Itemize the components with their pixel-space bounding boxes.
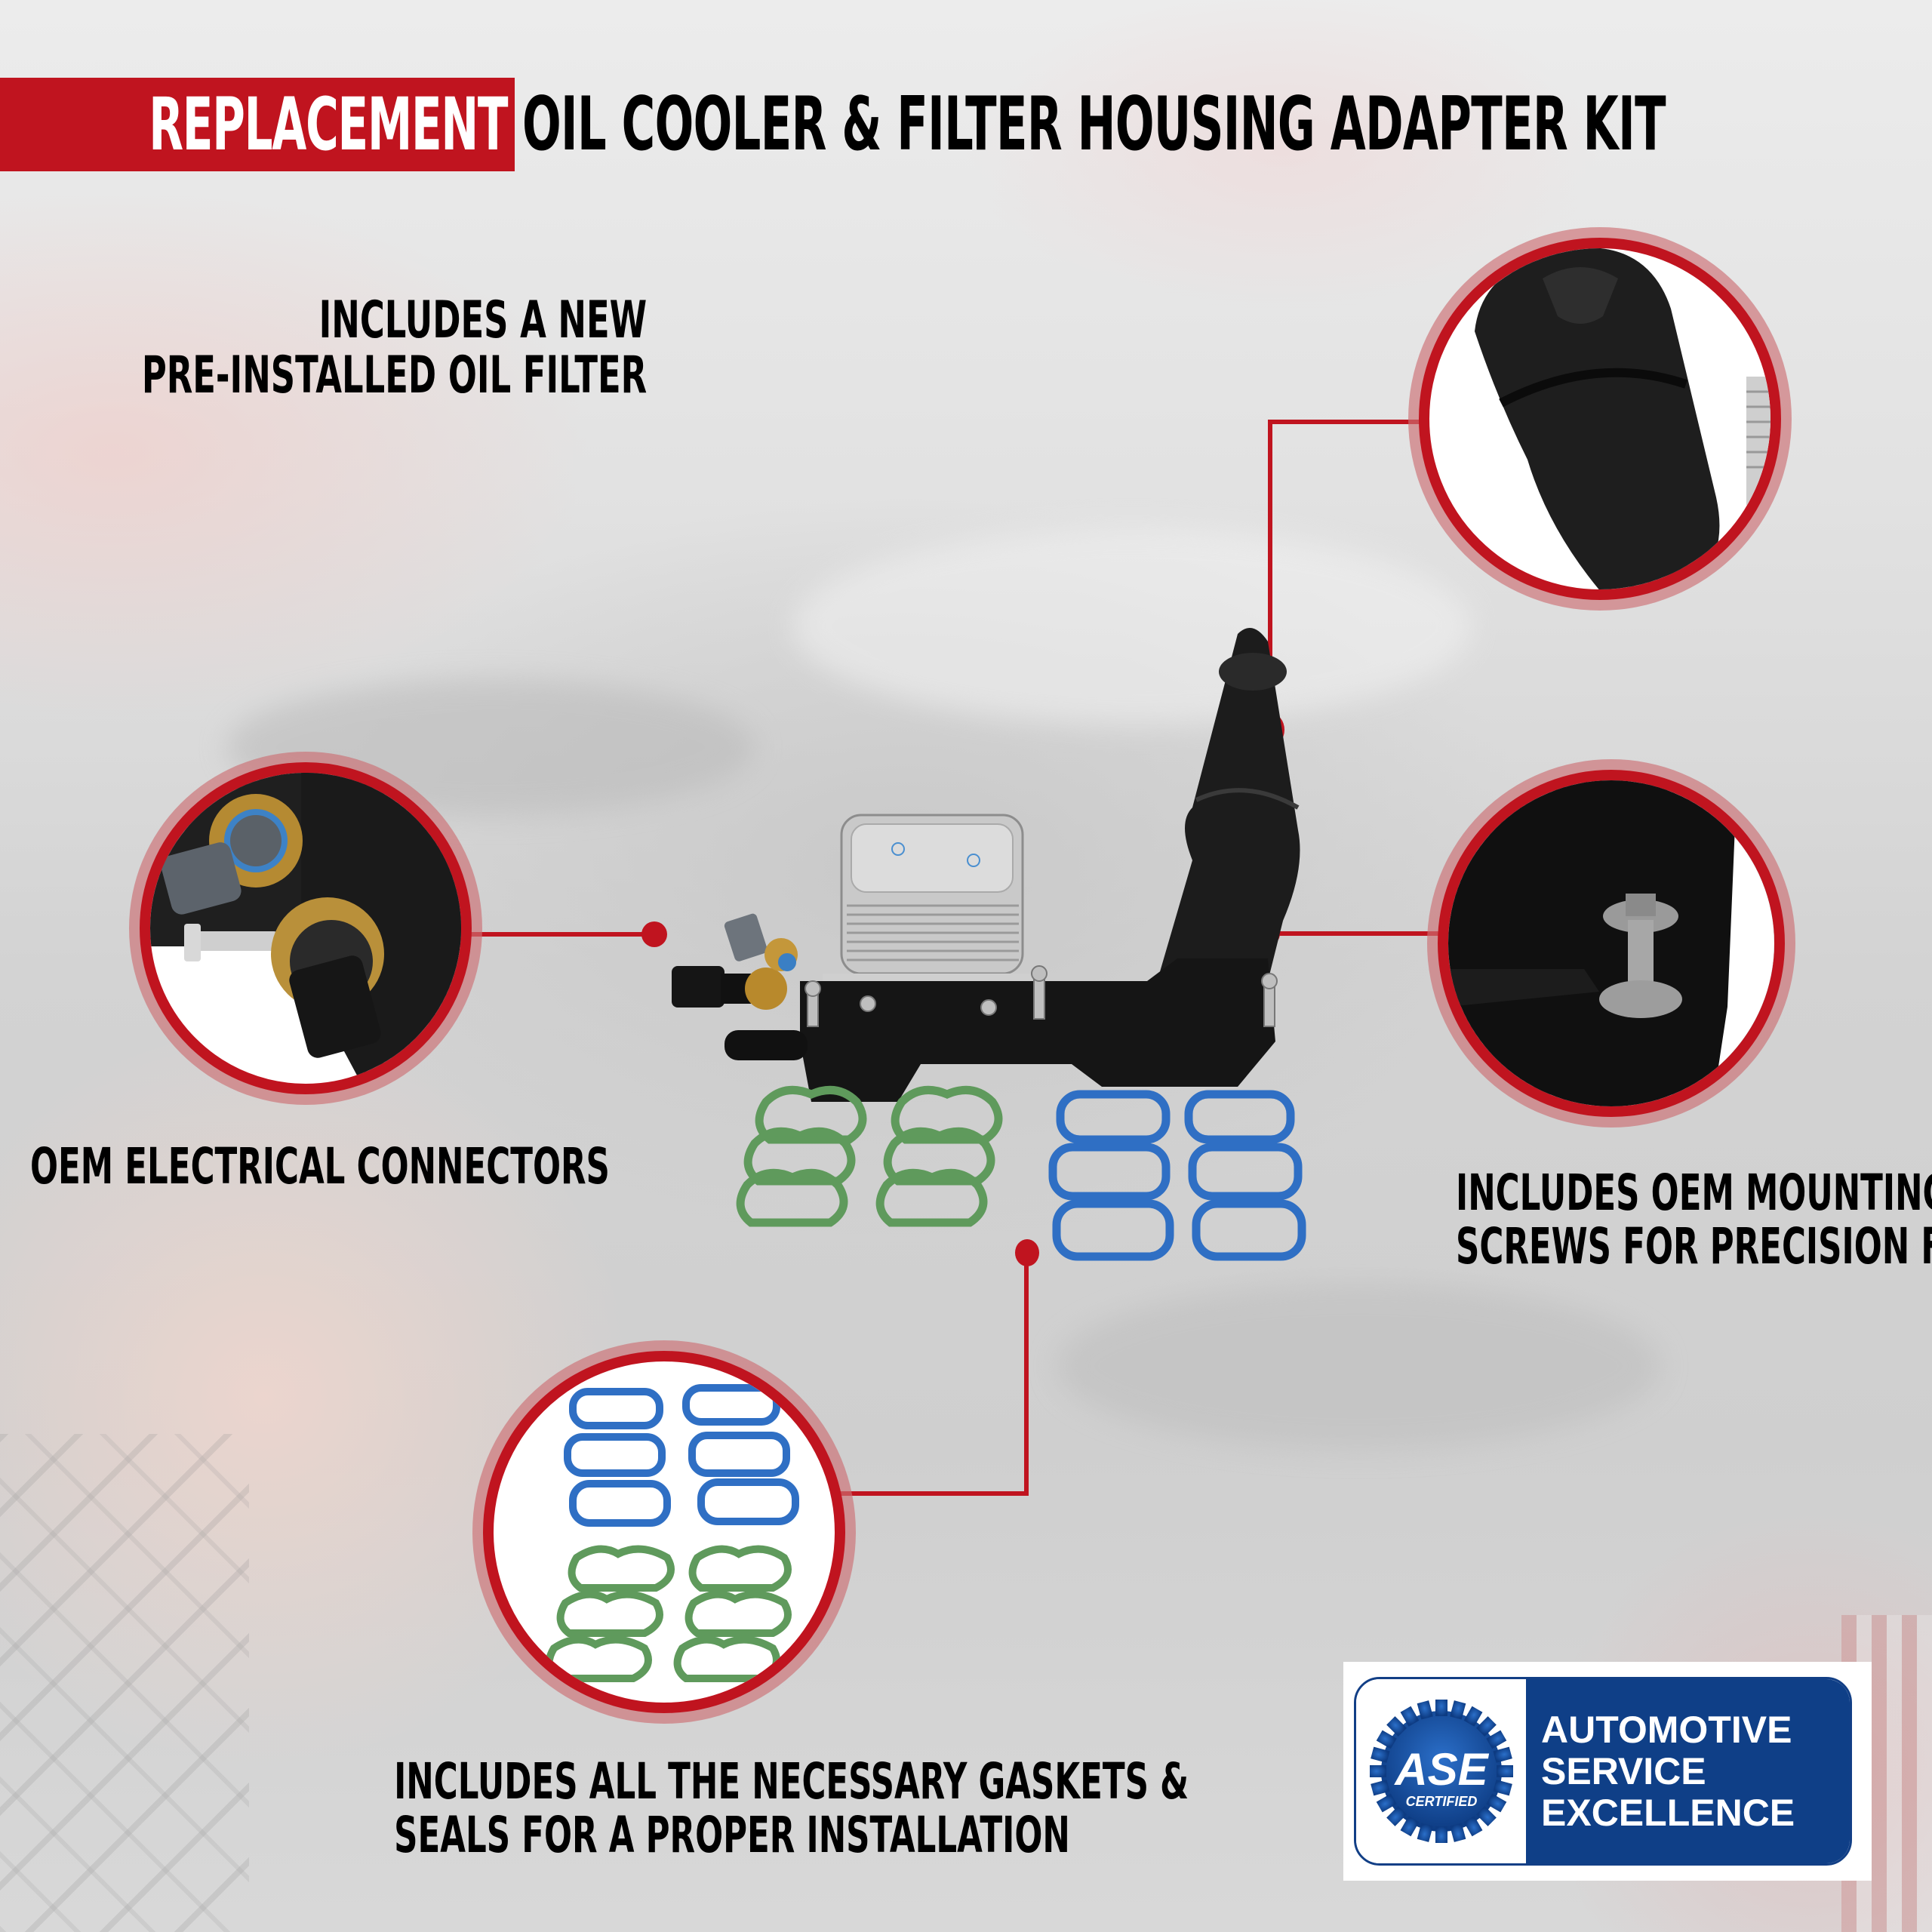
- title-main-text: OIL COOLER & FILTER HOUSING ADAPTER KIT: [522, 82, 1666, 168]
- callout-circle-gasket-set: [483, 1351, 845, 1713]
- caption-electrical-connectors: OEM ELECTRICAL CONNECTORS: [30, 1137, 908, 1195]
- oil-filter-closeup-image: [1475, 248, 1770, 589]
- caption-oil-filter-line-1: INCLUDES A NEW: [318, 291, 647, 350]
- caption-electrical-line-1: OEM ELECTRICAL CONNECTORS: [30, 1137, 610, 1195]
- caption-screws-line-2: SCREWS FOR PRECISION FIT: [1456, 1217, 1932, 1276]
- ase-logo-text: ASE: [1393, 1744, 1489, 1795]
- caption-screws-line-1: INCLUDES OEM MOUNTING: [1456, 1164, 1932, 1222]
- callout-circle-mounting-screws: [1438, 770, 1785, 1117]
- connector-dot-electrical: [641, 921, 667, 947]
- connector-line-gaskets-v: [1024, 1253, 1029, 1496]
- connector-line-gaskets-h: [838, 1491, 1029, 1496]
- caption-gaskets-seals: INCLUDES ALL THE NECESSARY GASKETS & SEA…: [249, 1752, 1189, 1865]
- connector-line-screws: [1275, 931, 1441, 936]
- caption-oil-filter: INCLUDES A NEW PRE-INSTALLED OIL FILTER: [0, 293, 647, 404]
- page-title: REPLACEMENT OIL COOLER & FILTER HOUSING …: [0, 78, 1932, 171]
- ase-certified-text: CERTIFIED: [1405, 1794, 1477, 1809]
- sensor-connectors-closeup-image: [150, 773, 461, 1084]
- caption-gaskets-line-1: INCLUDES ALL THE NECESSARY GASKETS &: [394, 1752, 1189, 1810]
- ase-line-automotive: AUTOMOTIVE: [1541, 1708, 1792, 1751]
- ase-text-panel: AUTOMOTIVE SERVICE EXCELLENCE: [1526, 1679, 1850, 1863]
- gasket-set-closeup-image: [545, 1384, 799, 1682]
- oil-cooler-housing-product: [672, 628, 1306, 1261]
- bg-highlight: [792, 528, 1472, 724]
- ase-certification-badge: ASE CERTIFIED AUTOMOTIVE SERVICE EXCELLE…: [1343, 1662, 1872, 1881]
- connector-line-electrical: [460, 932, 645, 937]
- title-highlight-tag: REPLACEMENT: [0, 78, 515, 171]
- callout-circle-oil-filter: [1419, 238, 1781, 600]
- ase-logo: ASE CERTIFIED: [1356, 1679, 1526, 1863]
- ase-gear-icon: ASE CERTIFIED: [1369, 1700, 1513, 1843]
- connector-line-filter-h: [1268, 420, 1426, 424]
- grille-pattern: [0, 1434, 249, 1932]
- caption-oil-filter-line-2: PRE-INSTALLED OIL FILTER: [141, 346, 647, 406]
- caption-gaskets-line-2: SEALS FOR A PROPER INSTALLATION: [394, 1806, 1070, 1865]
- caption-mounting-screws: INCLUDES OEM MOUNTING SCREWS FOR PRECISI…: [1366, 1164, 1932, 1276]
- mounting-screw-closeup-image: [1448, 780, 1774, 1106]
- bg-shadow: [1057, 1283, 1660, 1449]
- ase-line-excellence: EXCELLENCE: [1541, 1791, 1795, 1834]
- callout-circle-electrical-connectors: [140, 762, 472, 1094]
- ase-line-service: SERVICE: [1541, 1749, 1706, 1792]
- connector-line-filter-v: [1268, 420, 1272, 721]
- connector-dot-gaskets: [1015, 1239, 1039, 1266]
- title-main: OIL COOLER & FILTER HOUSING ADAPTER KIT: [522, 78, 1932, 171]
- ase-badge-frame: ASE CERTIFIED AUTOMOTIVE SERVICE EXCELLE…: [1354, 1677, 1852, 1866]
- title-highlight-text: REPLACEMENT: [148, 82, 508, 167]
